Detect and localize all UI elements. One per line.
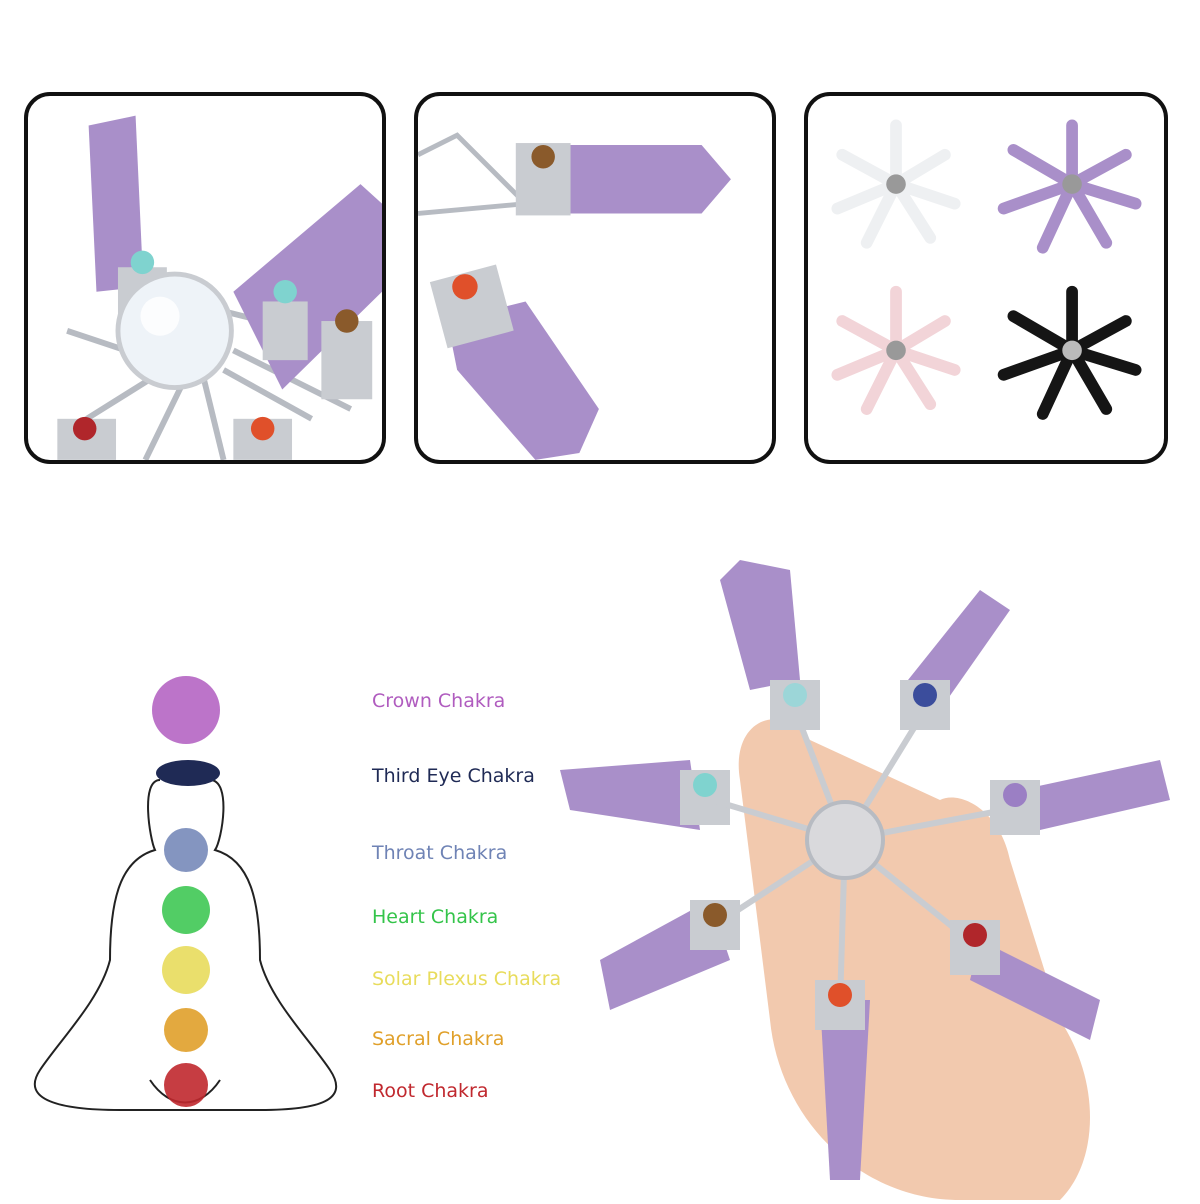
variant-clear-quartz — [831, 119, 961, 249]
chakra-label-solar-plexus: Solar Plexus Chakra — [372, 968, 562, 990]
throat-chakra-icon — [164, 828, 208, 872]
closeup-panel-points — [414, 92, 776, 464]
closeup-points-image — [418, 132, 731, 460]
variant-obsidian — [997, 285, 1142, 420]
product-in-hand — [540, 560, 1200, 1200]
heart-chakra-icon — [162, 886, 210, 934]
solar-plexus-chakra-icon — [162, 946, 210, 994]
chakra-label-third-eye: Third Eye Chakra — [372, 765, 535, 787]
third-eye-chakra-icon — [156, 760, 220, 786]
root-chakra-icon — [164, 1063, 208, 1107]
crystal-star-photo — [560, 560, 1170, 1200]
chakra-label-sacral: Sacral Chakra — [372, 1028, 505, 1050]
sacral-chakra-icon — [164, 1008, 208, 1052]
closeup-center-image — [57, 115, 382, 460]
variant-amethyst — [997, 119, 1142, 254]
chakra-label-heart: Heart Chakra — [372, 906, 499, 928]
crown-chakra-icon — [152, 676, 220, 744]
meditating-figure — [0, 640, 370, 1160]
closeup-panel-center — [24, 92, 386, 464]
variant-rose-quartz — [831, 285, 961, 415]
chakra-label-throat: Throat Chakra — [372, 842, 508, 864]
chakra-label-crown: Crown Chakra — [372, 690, 506, 712]
variants-panel — [804, 92, 1168, 464]
variants-image — [831, 119, 1142, 420]
meditation-silhouette — [33, 676, 337, 1111]
chakra-label-root: Root Chakra — [372, 1080, 489, 1102]
